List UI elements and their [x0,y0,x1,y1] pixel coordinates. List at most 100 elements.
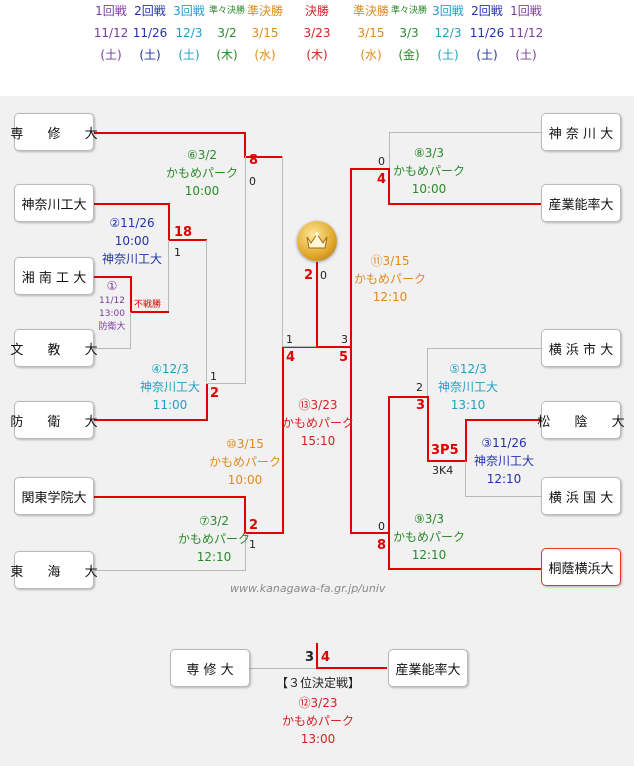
team-box[interactable]: 専 修 大 [170,649,250,687]
round-day: (土) [100,48,122,62]
game-info: ⑥3/2 かもめパーク 10:00 [154,146,250,200]
game-time: 10:00 [411,182,447,196]
team-name: 産業能率大 [548,197,614,213]
game-venue: かもめパーク [353,272,426,286]
team-box[interactable]: 東 海 大 [10,551,98,589]
game-time: 13:10 [450,398,486,412]
game-number: ⑬ [298,398,311,412]
game-number: ② [109,216,121,230]
game-number: ④ [151,362,162,376]
bracket-line [93,348,131,349]
team-box[interactable]: 専 修 大 [10,113,98,151]
team-box[interactable]: 産業能率大 [541,184,621,222]
bracket-line [93,496,245,498]
team-box[interactable]: 関東学院大 [14,477,94,515]
team-box[interactable]: 神 奈 川 大 [541,113,621,151]
bracket-line [168,203,170,240]
team-box[interactable]: 産業能率大 [388,649,468,687]
game-time: 12:10 [411,548,447,562]
score-loser: 3 [341,333,348,346]
game-time: 13:00 [99,309,125,319]
bracket-line [316,262,318,348]
game-venue: 神奈川工大 [473,454,534,468]
round-date: 3/15 [357,26,385,40]
round-label: 1回戦 [95,4,127,18]
score-winner: 8 [249,153,259,168]
round-label: 準決勝 [352,4,389,18]
source-url[interactable]: www.kanagawa-fa.gr.jp/univ [230,582,386,595]
score-winner: 4 [377,172,387,187]
bracket-line [389,396,428,398]
bracket-line [168,240,169,312]
bracket-line [316,643,318,669]
bracket-line [244,132,246,158]
game-time: 12:10 [196,550,232,564]
score-winner: 3 [416,398,426,413]
bracket-line [282,156,283,346]
bracket-line [206,383,246,384]
team-box[interactable]: 湘 南 工 大 [14,257,94,295]
round-day: (金) [398,48,420,62]
round-label: 準々決勝 [390,6,427,16]
team-box[interactable]: 防 衛 大 [10,401,98,439]
game-date: 12/3 [161,362,189,376]
round-day: (土) [437,48,459,62]
bracket-line [465,496,541,497]
round-label: 準決勝 [246,4,283,18]
score-loser: 3K4 [432,464,454,477]
game-time: 11:00 [152,398,188,412]
team-name: 松 陰 大 [537,414,634,430]
bracket-line [245,156,283,158]
game-info: ⑦3/2 かもめパーク 12:10 [172,512,256,566]
round-label: 2回戦 [471,4,503,18]
game-date: 3/23 [310,696,338,710]
bracket-line [93,570,246,571]
round-date: 3/23 [303,26,331,40]
bracket-line [282,346,318,347]
bracket-line [168,239,207,241]
team-box[interactable]: 横 浜 市 大 [541,329,621,367]
score-winner: 4 [286,350,296,365]
bracket-line [130,311,169,313]
bracket-line [244,496,246,534]
score-loser: 0 [378,155,385,168]
score-loser: 0 [249,175,256,188]
game-number: ⑪ [370,254,383,268]
team-box[interactable]: 松 陰 大 [537,401,625,439]
game-time: 13:00 [300,732,336,746]
round-col: 準々決勝 3/3 (金) [389,0,429,66]
game-info: ⑬3/23 かもめパーク 15:10 [278,396,358,450]
round-day: (土) [476,48,498,62]
round-day: (土) [515,48,537,62]
round-date: 3/3 [399,26,419,40]
game-date: 3/15 [382,254,410,268]
forfeit-label: 不戦勝 [134,300,162,310]
team-name: 関東学院大 [21,490,87,506]
bracket-line [245,240,246,384]
team-box[interactable]: 文 教 大 [10,329,98,367]
team-box[interactable]: 横 浜 国 大 [541,477,621,515]
team-box-champion[interactable]: 桐蔭横浜大 [541,548,621,586]
game-venue: かもめパーク [281,416,354,430]
bracket-line [389,203,541,205]
game-time: 10:00 [227,473,263,487]
game-info: ⑫3/23 かもめパーク 13:00 [278,694,358,748]
team-box[interactable]: 神奈川工大 [14,184,94,222]
bracket-line [388,532,390,570]
bracket-line [389,132,390,170]
score-loser: 1 [174,246,181,259]
team-name: 湘 南 工 大 [21,270,87,286]
game-info: ⑪3/15 かもめパーク 12:10 [350,252,430,306]
round-day: (水) [254,48,276,62]
round-day: (土) [178,48,200,62]
team-name: 東 海 大 [10,564,108,580]
bracket-line [130,312,131,349]
round-date: 11/26 [469,26,505,40]
round-date: 11/12 [508,26,544,40]
team-name: 横 浜 国 大 [548,490,614,506]
score-loser: 0 [378,520,385,533]
bracket-line [130,276,132,313]
game-date: 3/23 [310,398,338,412]
team-name: 専 修 大 [186,662,234,678]
